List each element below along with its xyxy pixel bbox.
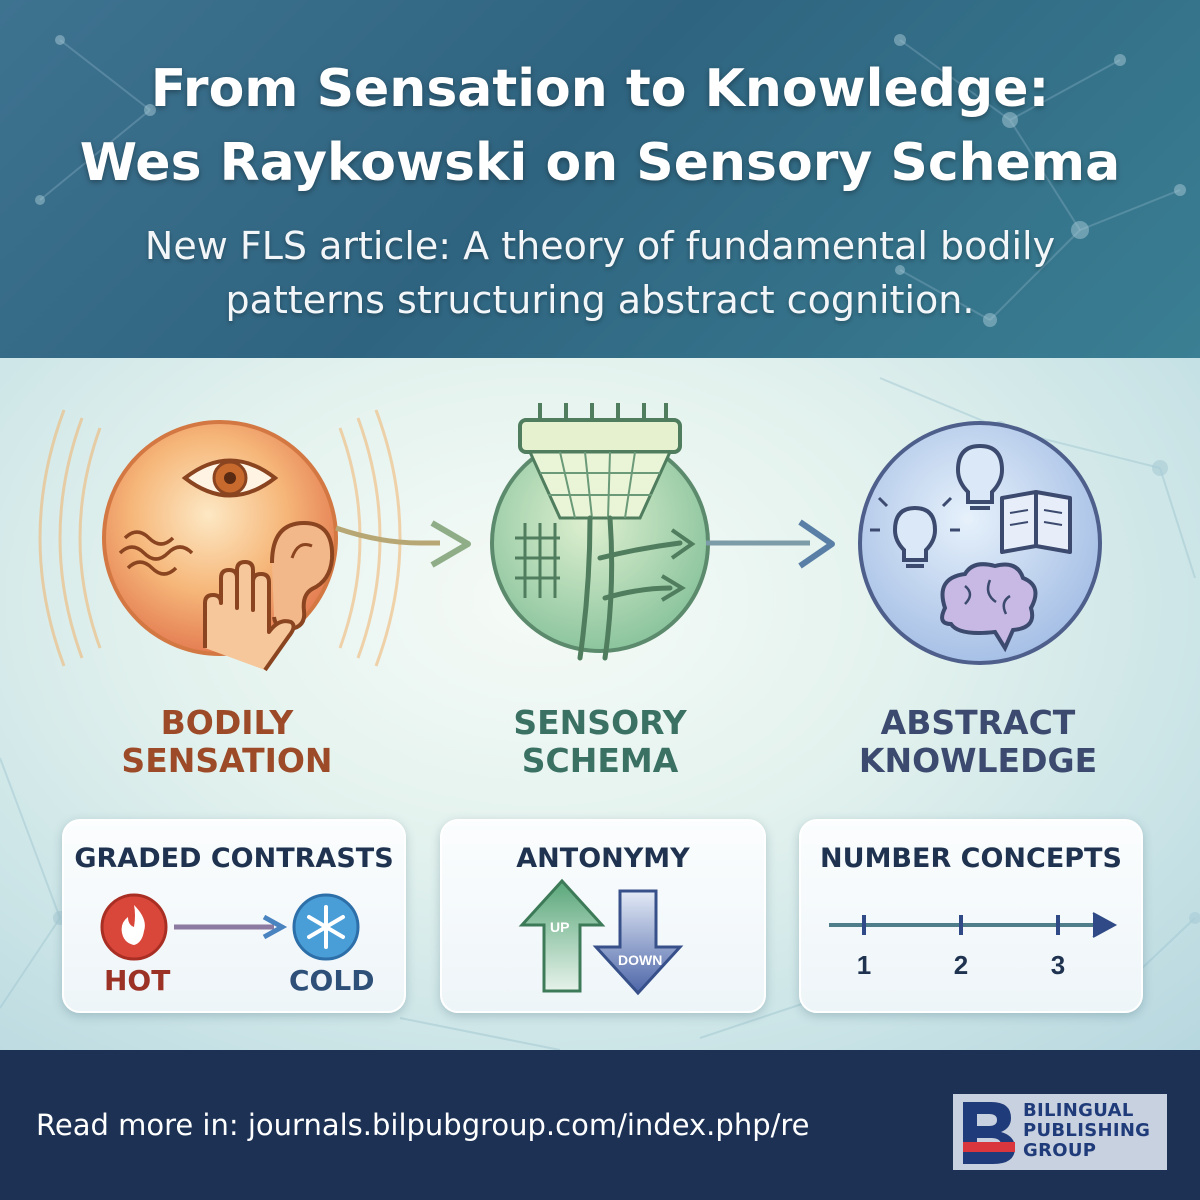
number-line-icon <box>829 912 1118 938</box>
neural-network-background <box>0 377 1200 1050</box>
footer-bar: Read more in: journals.bilpubgroup.com/i… <box>0 1050 1200 1200</box>
cold-label: COLD <box>289 964 375 997</box>
number-tick-label: 1 <box>856 950 872 980</box>
logo-b-icon <box>963 1102 1015 1164</box>
page-title-line2: Wes Raykowski on Sensory Schema <box>79 133 1121 193</box>
brain-icon <box>940 562 1038 653</box>
card-title: NUMBER CONCEPTS <box>820 843 1122 874</box>
number-concepts-card: NUMBER CONCEPTS 1 2 3 <box>799 819 1143 1013</box>
read-more-link[interactable]: Read more in: journals.bilpubgroup.com/i… <box>36 1108 810 1142</box>
subtitle-line1: New FLS article: A theory of fundamental… <box>144 224 1056 268</box>
bodily-senses-icon <box>38 409 402 672</box>
antonymy-card: ANTONYMY UP DOWN <box>440 819 766 1013</box>
snowflake-icon <box>292 893 360 961</box>
down-label: DOWN <box>618 952 663 968</box>
down-arrow-icon <box>592 889 684 996</box>
book-icon <box>1000 490 1072 554</box>
lightbulb-icon <box>870 496 960 568</box>
graded-contrasts-card: GRADED CONTRASTS HOT COLD <box>62 819 406 1013</box>
number-tick-label: 2 <box>953 950 969 980</box>
concept-flow-diagram <box>38 403 1102 672</box>
page-title-line1: From Sensation to Knowledge: <box>150 59 1050 119</box>
schema-pathways-icon <box>490 403 710 661</box>
number-tick-label: 3 <box>1050 950 1066 980</box>
card-title: ANTONYMY <box>516 843 690 874</box>
publisher-logo[interactable]: BILINGUAL PUBLISHING GROUP <box>953 1094 1167 1170</box>
flow-arrow-icon <box>335 520 471 568</box>
subtitle-line2: patterns structuring abstract cognition. <box>225 278 975 322</box>
lightbulb-icon <box>955 443 1005 510</box>
header-banner: From Sensation to Knowledge: Wes Raykows… <box>0 0 1200 358</box>
up-label: UP <box>550 919 570 935</box>
flame-icon <box>100 893 168 961</box>
up-arrow-icon <box>518 878 606 993</box>
logo-text: BILINGUAL PUBLISHING GROUP <box>1023 1100 1151 1161</box>
gradient-arrow-icon <box>174 914 288 940</box>
card-title: GRADED CONTRASTS <box>74 843 394 874</box>
knowledge-icon <box>858 421 1102 665</box>
neural-network-background <box>35 34 1186 327</box>
hot-label: HOT <box>104 964 171 997</box>
flow-arrow-icon <box>706 519 835 569</box>
